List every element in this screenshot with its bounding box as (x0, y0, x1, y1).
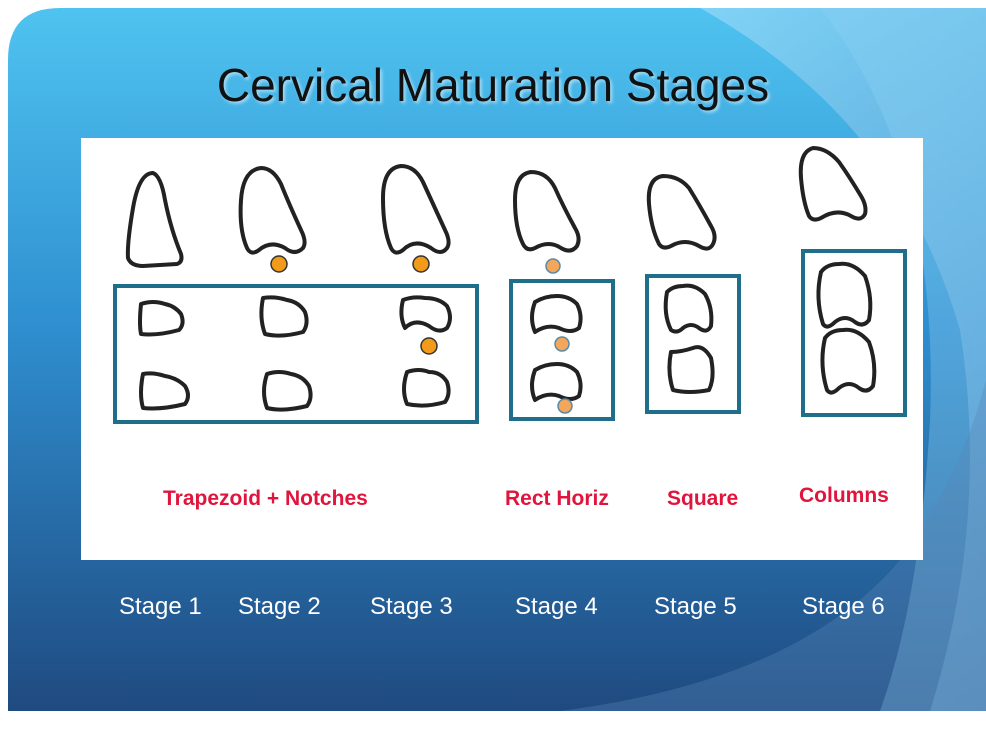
stage-5-label: Stage 5 (654, 593, 737, 621)
c4-vertebra-stage-2 (264, 372, 311, 410)
c4-vertebra-stage-5 (669, 347, 712, 392)
c3-vertebra-stage-4 (532, 296, 581, 332)
c3-vertebra-stage-6 (818, 264, 870, 327)
c2-vertebra-stage-6 (801, 148, 866, 220)
stage-2-label: Stage 2 (238, 593, 321, 621)
c3-vertebra-stage-3 (401, 297, 450, 330)
notch-marker-stage-3-c3 (421, 338, 437, 354)
label-rect-horiz: Rect Horiz (505, 487, 609, 511)
notch-marker-stage-4-c2 (546, 259, 560, 273)
stage-4-label: Stage 4 (515, 593, 598, 621)
stage-3-label: Stage 3 (370, 593, 453, 621)
c4-vertebra-stage-6 (822, 330, 874, 393)
label-trapezoid-notches: Trapezoid + Notches (163, 487, 368, 511)
c3-vertebra-stage-2 (261, 297, 306, 335)
c3-vertebra-stage-1 (140, 302, 183, 335)
label-square: Square (667, 487, 738, 511)
c3-vertebra-stage-5 (666, 286, 712, 332)
notch-marker-stage-2 (271, 256, 287, 272)
c2-vertebra-stage-4 (515, 172, 579, 251)
stage-6-label: Stage 6 (802, 593, 885, 621)
c4-vertebra-stage-3 (404, 370, 449, 406)
c2-vertebra-stage-2 (241, 168, 305, 253)
notch-marker-stage-3-c2 (413, 256, 429, 272)
stage-1-label: Stage 1 (119, 593, 202, 621)
notch-marker-stage-4-c4 (558, 399, 572, 413)
c4-vertebra-stage-4 (532, 364, 581, 400)
c2-vertebra-stage-3 (383, 166, 449, 253)
c4-vertebra-stage-1 (141, 373, 188, 408)
slide-title: Cervical Maturation Stages (0, 58, 986, 112)
notch-marker-stage-4-c3 (555, 337, 569, 351)
c2-vertebra-stage-5 (649, 176, 715, 249)
c2-vertebra-stage-1 (128, 173, 182, 266)
label-columns: Columns (799, 484, 889, 508)
